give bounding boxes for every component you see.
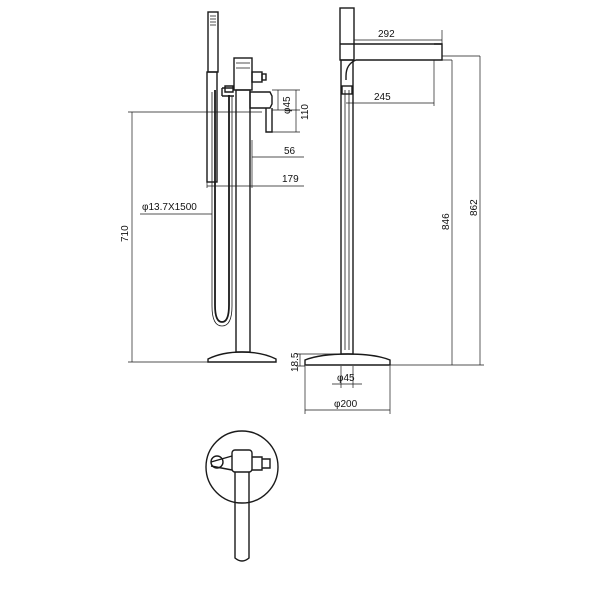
dim-phi45-bottom-label: φ45: [337, 373, 355, 384]
dim-292-label: 292: [378, 29, 395, 40]
side-base-plate: [304, 353, 391, 366]
dim-110-label: 110: [300, 104, 311, 120]
front-lever: [249, 91, 273, 109]
dim-245-label: 245: [374, 92, 391, 103]
dim-56-label: 56: [284, 146, 296, 157]
top-spout: [234, 472, 250, 562]
side-view: [304, 7, 443, 366]
dim-862-label: 862: [469, 199, 480, 216]
dim-phi200-label: φ200: [334, 399, 358, 410]
dim-phi45-top-label: φ45: [282, 96, 293, 114]
dim-18-5-label: 18.5: [290, 352, 301, 372]
front-handle-knob: [251, 71, 263, 83]
front-base-plate: [207, 351, 277, 363]
hose-label: φ13.7X1500: [142, 202, 197, 213]
dim-179-label: 179: [282, 174, 299, 185]
dimension-lines: [128, 30, 484, 414]
front-view: [206, 11, 277, 363]
top-view: [205, 430, 279, 562]
top-base-circle: [205, 430, 279, 504]
front-handshower: [207, 11, 219, 73]
front-shower-hose: [214, 90, 230, 323]
side-column: [340, 59, 354, 355]
side-spout: [340, 43, 443, 80]
dim-846-label: 846: [441, 213, 452, 230]
dimension-labels: 292 245 846 862 710 φ45 110 56 179 φ13.7…: [120, 29, 480, 410]
dim-710-label: 710: [120, 225, 131, 242]
front-column: [235, 89, 251, 353]
